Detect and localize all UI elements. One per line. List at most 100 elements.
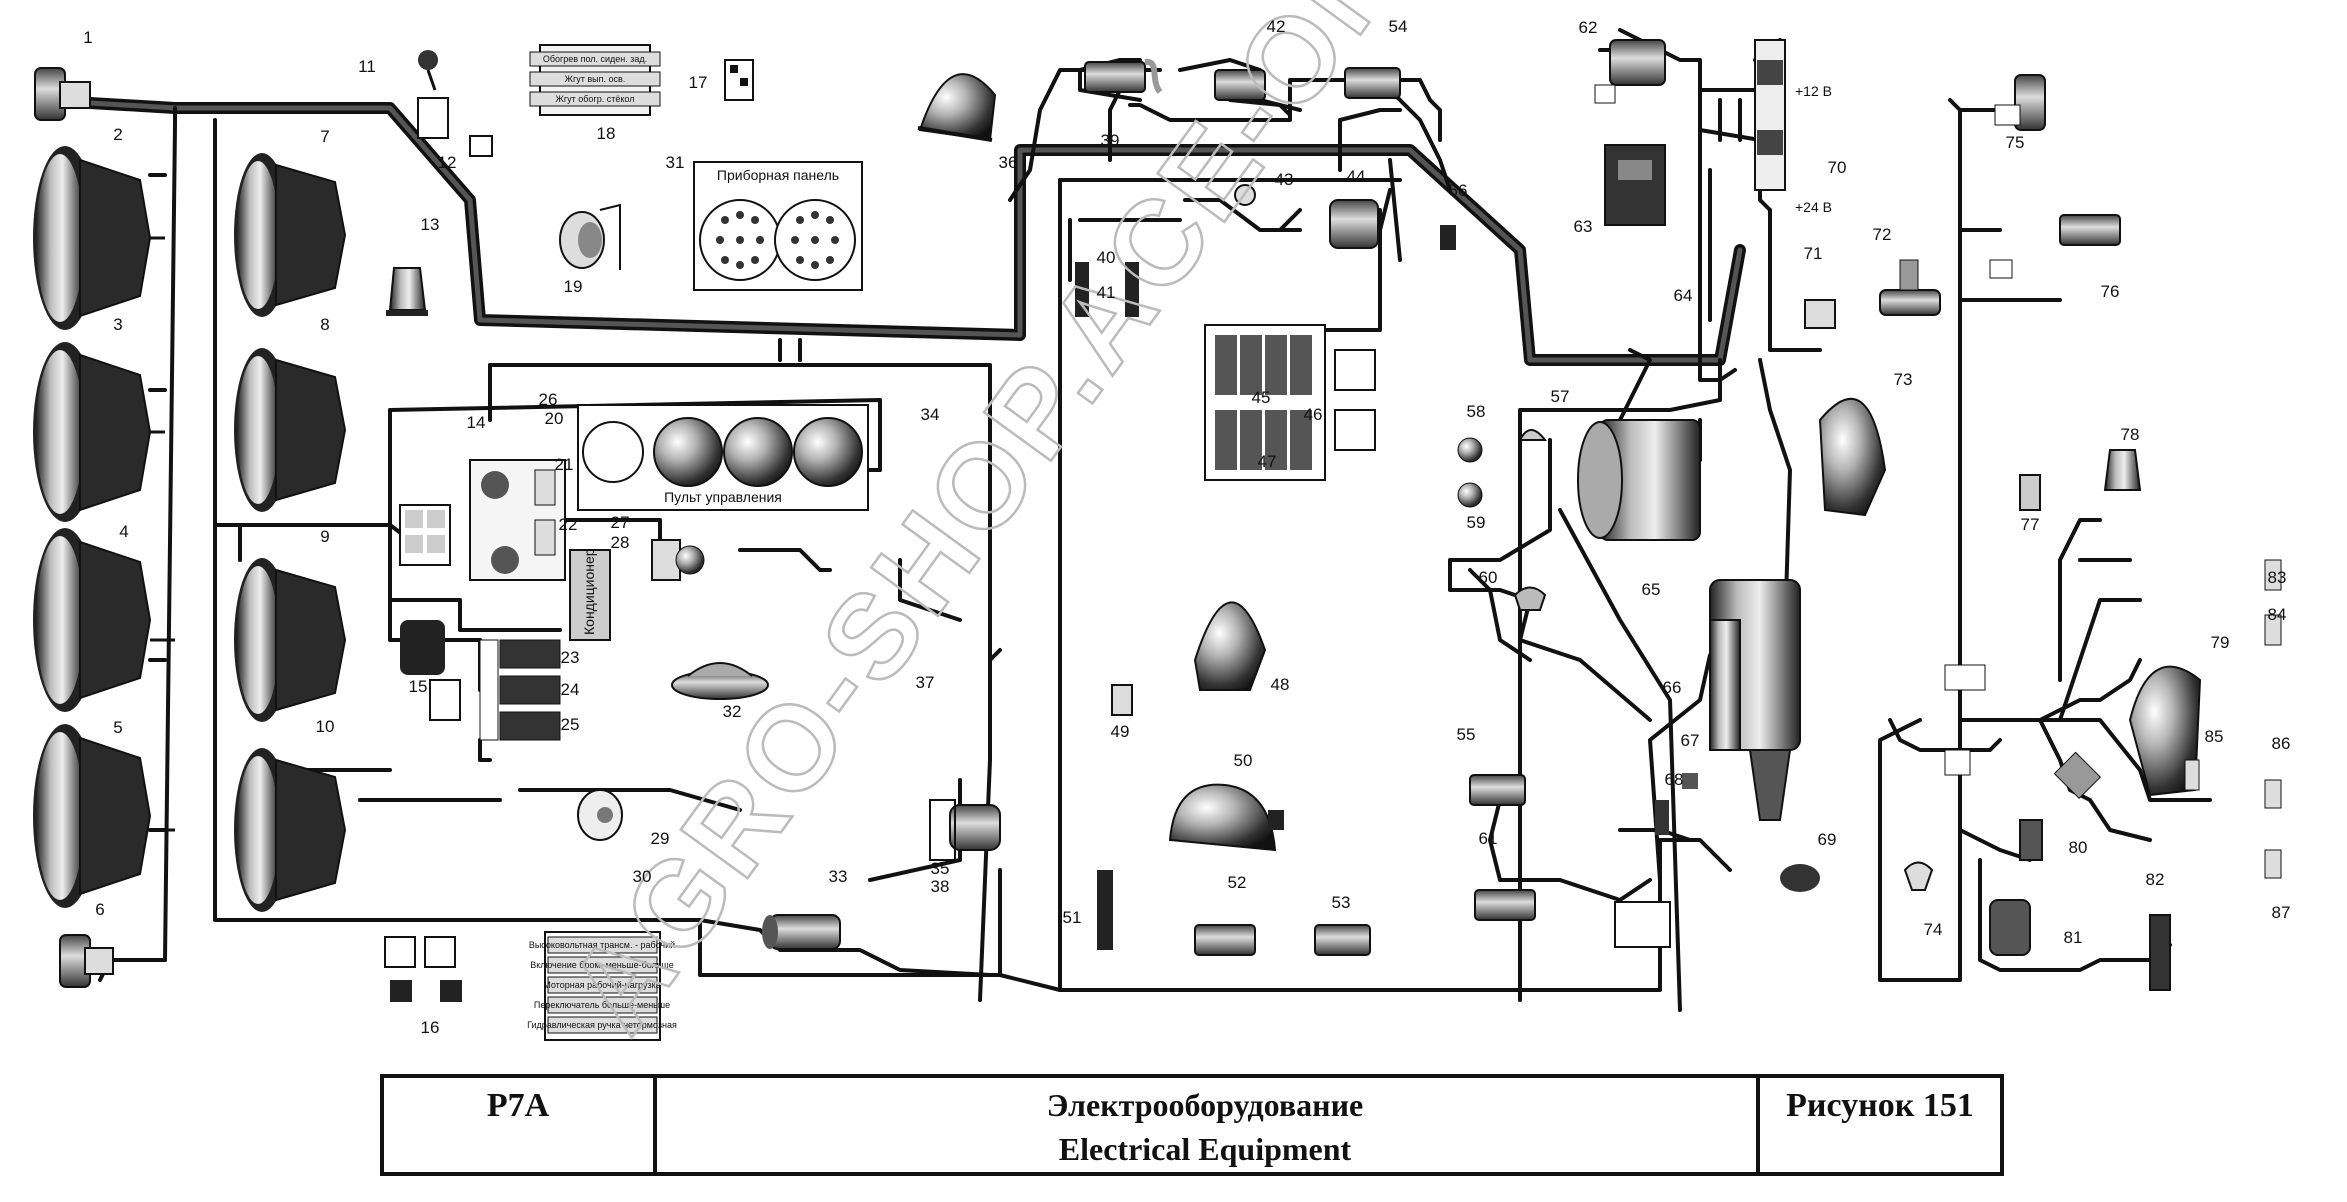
lamp-69 [1780, 864, 1820, 892]
headlamp-2 [33, 146, 165, 330]
callout-69: 69 [1818, 830, 1837, 849]
relay-label-4: Переключатель больше-меньше [534, 1000, 670, 1010]
callout-9: 9 [320, 527, 329, 546]
socket-82 [2149, 914, 2171, 991]
switch-block-14 [469, 459, 566, 581]
sensor-87 [2264, 849, 2282, 879]
small-connectors [1944, 104, 2102, 800]
callout-34: 34 [921, 405, 940, 424]
callout-66: 66 [1663, 678, 1682, 697]
label-24v: +24 В [1795, 199, 1832, 215]
callout-14: 14 [467, 413, 486, 432]
callout-4: 4 [119, 522, 128, 541]
callout-31: 31 [666, 153, 685, 172]
callout-64: 64 [1674, 286, 1693, 305]
callout-75: 75 [2006, 133, 2025, 152]
callout-28: 28 [611, 533, 630, 552]
horn-29 [577, 789, 623, 841]
callout-54: 54 [1389, 17, 1408, 36]
callout-27: 27 [611, 513, 630, 532]
relay-label-2: Включение бром. меньше-больше [530, 960, 674, 970]
sounder-32 [671, 662, 769, 700]
sensor-86 [2264, 779, 2282, 809]
connector-23-25 [479, 639, 561, 741]
callout-41: 41 [1097, 283, 1116, 302]
callout-47: 47 [1258, 452, 1277, 471]
callout-23: 23 [561, 648, 580, 667]
callout-82: 82 [2146, 870, 2165, 889]
valve-72 [1879, 259, 1941, 316]
callout-74: 74 [1924, 920, 1943, 939]
callout-62: 62 [1579, 18, 1598, 37]
callout-79: 79 [2211, 633, 2230, 652]
callout-68: 68 [1665, 770, 1684, 789]
sensor-27-28 [651, 539, 705, 581]
callout-52: 52 [1228, 873, 1247, 892]
beacon-78 [2103, 449, 2142, 491]
lamp-79 [2128, 665, 2202, 797]
motor-35-38 [929, 799, 1001, 861]
figure-number: Рисунок 151 [1786, 1087, 1974, 1124]
connector-55 [1469, 774, 1526, 806]
title-code: P7A [487, 1087, 550, 1124]
relay-label-1: Высоковольтная трансм. - рабочий [529, 940, 675, 950]
callout-87: 87 [2272, 903, 2291, 922]
callout-57: 57 [1551, 387, 1570, 406]
callout-38: 38 [931, 877, 950, 896]
callout-42: 42 [1267, 17, 1286, 36]
title-russian: Электрооборудование [1047, 1087, 1363, 1123]
switch-67-68 [1655, 773, 1698, 835]
callout-18: 18 [597, 124, 616, 143]
callout-17: 17 [689, 73, 708, 92]
switch-77 [2019, 474, 2041, 511]
callout-61: 61 [1479, 829, 1498, 848]
switch-71 [1804, 299, 1836, 329]
callout-19: 19 [564, 277, 583, 296]
headlamp-7 [234, 153, 347, 317]
sensor-74 [1903, 861, 1934, 891]
headlamp-3 [33, 342, 165, 522]
callout-81: 81 [2064, 928, 2083, 947]
instrument-panel-31: Приборная панель [693, 161, 863, 291]
switch-49 [1111, 684, 1133, 716]
lamp-58-59 [1457, 437, 1483, 508]
callout-63: 63 [1574, 217, 1593, 236]
callout-25: 25 [561, 715, 580, 734]
callout-37: 37 [916, 673, 935, 692]
pump-33 [762, 914, 841, 950]
sensor-51 [1097, 870, 1113, 950]
switch-11 [418, 50, 438, 91]
headlamp-5 [33, 724, 175, 908]
callout-55: 55 [1457, 725, 1476, 744]
callout-46: 46 [1304, 405, 1323, 424]
callout-73: 73 [1894, 370, 1913, 389]
callout-44: 44 [1347, 167, 1366, 186]
alternator-65 [1577, 419, 1701, 541]
callout-80: 80 [2069, 838, 2088, 857]
sensor-83-84 [2264, 559, 2282, 646]
switch-70: +12 В +24 В [1754, 39, 1832, 215]
callout-2: 2 [113, 125, 122, 144]
label-12v: +12 В [1795, 83, 1832, 99]
callout-71: 71 [1804, 244, 1823, 263]
motor-44 [1329, 199, 1379, 249]
callout-40: 40 [1097, 248, 1116, 267]
connector-block [1614, 901, 1671, 948]
connector-17 [724, 59, 754, 101]
fuse-label-3: Жгут обогр. стёкол [556, 94, 635, 104]
callout-53: 53 [1332, 893, 1351, 912]
control-panel-26: Пульт управления [577, 404, 869, 511]
callout-30: 30 [633, 867, 652, 886]
callout-49: 49 [1111, 722, 1130, 741]
connector-76 [2059, 214, 2121, 246]
callout-60: 60 [1479, 568, 1498, 587]
instrument-panel-label: Приборная панель [717, 167, 839, 183]
callout-24: 24 [561, 680, 580, 699]
relay-block-30: Высоковольтная трансм. - рабочий Включен… [527, 931, 677, 1041]
callout-76: 76 [2101, 282, 2120, 301]
headlamp-8 [234, 348, 347, 512]
callout-39: 39 [1101, 131, 1120, 150]
callout-36: 36 [999, 153, 1018, 172]
sensor-85 [2184, 759, 2200, 791]
headlamp-36 [917, 73, 997, 142]
